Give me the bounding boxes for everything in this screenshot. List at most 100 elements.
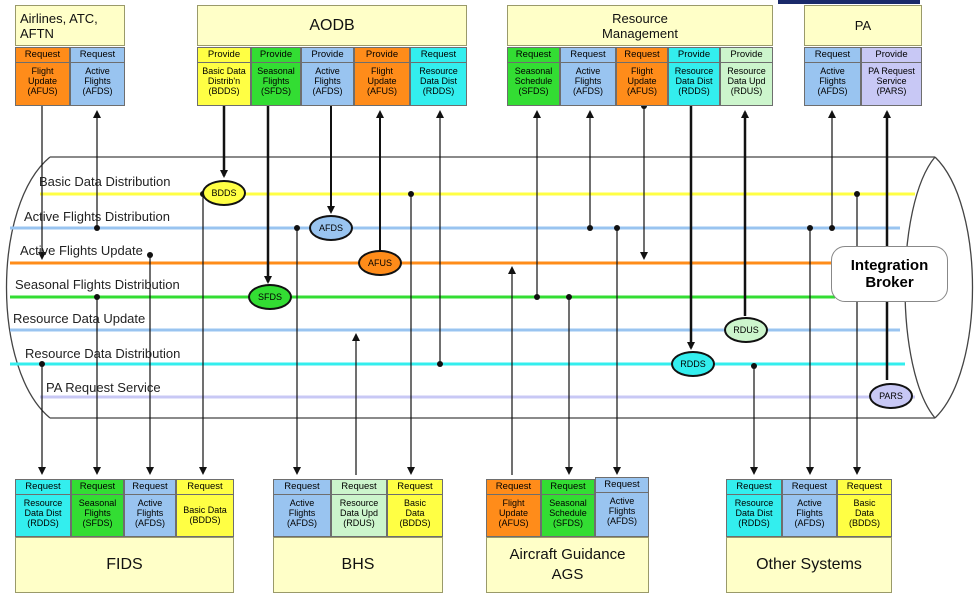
service-type: Request [72, 480, 123, 495]
junction-dot [807, 225, 813, 231]
service-type: Request [596, 478, 648, 493]
service-name: Active Flights (AFDS) [82, 66, 113, 96]
group-fids: FIDS [15, 537, 234, 593]
integration-broker: Integration Broker [831, 246, 948, 302]
service-name: Flight Update (AFUS) [498, 498, 529, 528]
service-type: Request [805, 48, 860, 63]
junction-dot [408, 191, 414, 197]
service-type: Request [542, 480, 594, 495]
service-type: Provide [302, 48, 353, 63]
group-other-systems: Other Systems [726, 537, 892, 593]
service-name: Flight Update (AFUS) [367, 66, 397, 96]
junction-dot [854, 191, 860, 197]
service-type: Request [71, 48, 124, 63]
junction-dot [147, 252, 153, 258]
service-name: Seasonal Flights (SFDS) [257, 66, 295, 96]
service-type: Request [561, 48, 615, 63]
oval-afus: AFUS [358, 250, 402, 276]
service-type: Provide [721, 48, 772, 63]
group-resource-management: Resource Management [507, 5, 773, 46]
oval-afds: AFDS [309, 215, 353, 241]
bus-label-pa: PA Request Service [46, 380, 161, 395]
oval-pars: PARS [869, 383, 913, 409]
service-name: PA Request Service (PARS) [868, 66, 915, 96]
service-type: Request [617, 48, 667, 63]
service-name: Seasonal Flights (SFDS) [78, 498, 117, 528]
service-type: Request [838, 480, 891, 495]
service-name: Seasonal Schedule (SFDS) [514, 66, 553, 96]
service-name: Active Flights (AFDS) [794, 498, 825, 528]
service-name: Active Flights (AFDS) [607, 496, 637, 526]
service-type: Request [487, 480, 540, 495]
junction-dot [94, 225, 100, 231]
bus-label-active-flights-update: Active Flights Update [20, 243, 143, 258]
service-type: Request [274, 480, 330, 495]
service-name: Active Flights (AFDS) [817, 66, 848, 96]
oval-sfds: SFDS [248, 284, 292, 310]
service-type: Request [727, 480, 781, 495]
service-box: Provide PA Request Service (PARS) [861, 47, 922, 106]
bus-label-basic-data: Basic Data Distribution [39, 174, 171, 189]
bus-label-seasonal: Seasonal Flights Distribution [15, 277, 180, 292]
service-name: Resource Data Upd (RDUS) [727, 66, 766, 96]
bus-label-resource-update: Resource Data Update [13, 311, 146, 326]
junction-dot [614, 225, 620, 231]
service-name: Flight Update (AFUS) [627, 66, 657, 96]
pipe-outline [5, 156, 974, 419]
bus-label-active-flights-dist: Active Flights Distribution [24, 209, 170, 224]
service-name: Active Flights (AFDS) [135, 498, 165, 528]
service-type: Request [332, 480, 386, 495]
service-name: Active Flights (AFDS) [287, 498, 317, 528]
junction-dot [587, 225, 593, 231]
group-airlines: Airlines, ATC, AFTN [15, 5, 125, 46]
service-name: Resource Data Dist (RDDS) [674, 66, 714, 96]
service-type: Request [16, 480, 70, 495]
group-bhs: BHS [273, 537, 443, 593]
service-type: Request [16, 48, 69, 63]
group-aodb: AODB [197, 5, 467, 46]
service-type: Provide [252, 48, 300, 63]
service-type: Request [388, 480, 442, 495]
top-bar [778, 0, 920, 4]
service-name: Resource Data Dist (RDDS) [419, 66, 458, 96]
junction-dot [94, 294, 100, 300]
junction-dot [437, 361, 443, 367]
junction-dot [829, 225, 835, 231]
service-type: Provide [355, 48, 409, 63]
service-name: Basic Data (BDDS) [849, 498, 880, 528]
service-name: Basic Data (BDDS) [399, 498, 431, 528]
group-ags: Aircraft Guidance AGS [486, 537, 649, 593]
service-type: Request [783, 480, 836, 495]
service-name: Resource Data Dist (RDDS) [23, 498, 63, 528]
service-name: Flight Update (AFUS) [27, 66, 58, 96]
service-name: Active Flights (AFDS) [573, 66, 603, 96]
bus-label-resource-dist: Resource Data Distribution [25, 346, 181, 361]
group-pa: PA [804, 5, 922, 46]
junction-dot [534, 294, 540, 300]
service-type: Provide [862, 48, 921, 63]
service-name: Resource Data Upd (RDUS) [339, 498, 379, 528]
service-type: Request [125, 480, 175, 495]
service-name: Active Flights (AFDS) [312, 66, 343, 96]
service-name: Seasonal Schedule (SFDS) [549, 498, 587, 528]
